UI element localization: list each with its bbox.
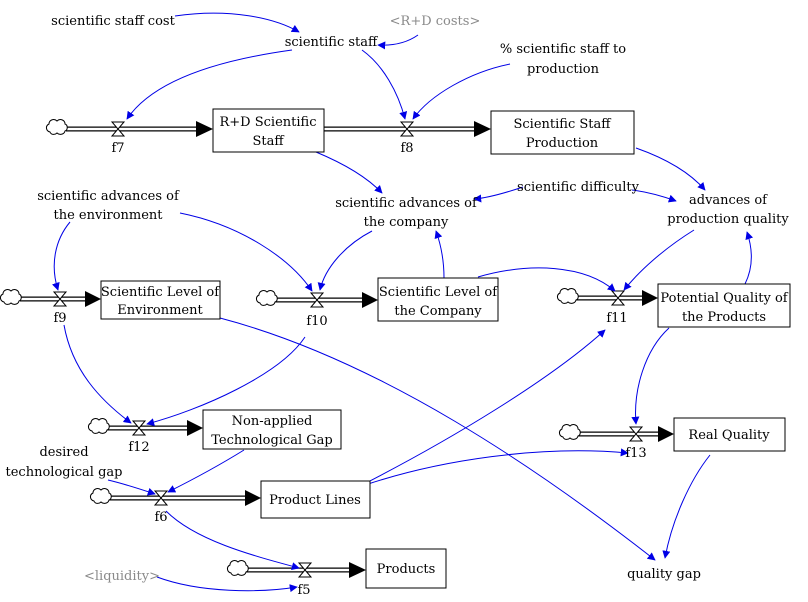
var-adv-company-line2[interactable]: the company: [364, 215, 449, 230]
cloud-icon: [227, 560, 249, 576]
var-adv-quality-line2[interactable]: production quality: [667, 212, 789, 227]
cloud-icons: [0, 119, 581, 576]
cloud-icon: [88, 418, 110, 434]
valve-icon: [610, 290, 626, 306]
flow-label-f5: f5: [297, 583, 310, 598]
var-adv-company-line1[interactable]: scientific advances of: [335, 196, 478, 211]
stock-label: Scientific Staff: [514, 117, 613, 132]
stock-label: the Company: [394, 304, 482, 319]
var-adv-env-line1[interactable]: scientific advances of: [37, 189, 180, 204]
stock-scientific-level-company[interactable]: Scientific Level of the Company: [377, 277, 499, 322]
valve-icon: [399, 121, 415, 137]
flow-label-f12: f12: [128, 440, 149, 455]
var-liquidity-shadow[interactable]: <liquidity>: [84, 569, 160, 584]
stock-non-applied-gap[interactable]: Non-applied Technological Gap: [202, 409, 342, 450]
valve-icon: [309, 292, 325, 308]
var-scientific-staff-cost[interactable]: scientific staff cost: [51, 14, 175, 29]
flow-label-f13: f13: [625, 446, 646, 461]
causal-links: [51, 12, 754, 593]
stock-label: the Products: [682, 310, 766, 325]
var-scientific-difficulty[interactable]: scientific difficulty: [517, 180, 640, 195]
stock-label: Technological Gap: [211, 433, 332, 448]
stock-label: Environment: [117, 303, 203, 318]
var-adv-env-line2[interactable]: the environment: [53, 208, 163, 223]
valve-icon: [297, 562, 313, 578]
stock-label: Production: [526, 136, 599, 151]
cloud-icon: [557, 288, 579, 304]
cloud-icon: [0, 289, 22, 305]
stock-real-quality[interactable]: Real Quality: [673, 417, 786, 452]
valve-icon: [110, 121, 126, 137]
var-desired-gap-line1[interactable]: desired: [39, 445, 88, 460]
valve-icon: [131, 420, 147, 436]
var-rd-costs-shadow[interactable]: <R+D costs>: [390, 14, 481, 29]
valve-icons: [52, 121, 644, 578]
flow-label-f9: f9: [53, 311, 66, 326]
flow-label-f6: f6: [154, 510, 167, 525]
flow-label-f8: f8: [400, 141, 413, 156]
valve-icon: [52, 291, 68, 307]
stock-potential-quality[interactable]: Potential Quality of the Products: [657, 283, 791, 328]
stock-label: Scientific Level of: [101, 285, 220, 300]
stock-label: Product Lines: [269, 493, 361, 508]
flow-label-f7: f7: [111, 141, 124, 156]
var-desired-gap-line2[interactable]: technological gap: [6, 465, 123, 480]
stock-label: Staff: [252, 134, 285, 149]
stock-label: Products: [377, 562, 436, 577]
valve-icon: [628, 426, 644, 442]
stock-label: Potential Quality of: [660, 291, 788, 306]
stock-staff-production[interactable]: Scientific Staff Production: [490, 110, 635, 155]
var-pct-staff-line2[interactable]: production: [527, 62, 600, 77]
var-pct-staff-line1[interactable]: % scientific staff to: [500, 42, 626, 57]
stock-label: R+D Scientific: [220, 115, 317, 130]
stock-products[interactable]: Products: [365, 548, 447, 589]
flow-labels: f7 f8 f9 f10 f11 f12 f13 f6 f5: [53, 141, 646, 598]
flow-label-f11: f11: [606, 311, 627, 326]
cloud-icon: [559, 424, 581, 440]
var-scientific-staff[interactable]: scientific staff: [285, 35, 379, 50]
stock-scientific-level-environment[interactable]: Scientific Level of Environment: [100, 280, 221, 320]
auxiliary-variables: scientific staff cost scientific staff <…: [6, 14, 790, 584]
stock-product-lines[interactable]: Product Lines: [260, 480, 371, 519]
cloud-icon: [90, 488, 112, 504]
cloud-icon: [46, 119, 68, 135]
cloud-icon: [256, 290, 278, 306]
stock-label: Non-applied: [232, 414, 313, 429]
stock-label: Scientific Level of: [379, 285, 498, 300]
flow-label-f10: f10: [306, 314, 327, 329]
stock-label: Real Quality: [688, 428, 770, 443]
var-adv-quality-line1[interactable]: advances of: [689, 193, 768, 208]
stock-rd-staff[interactable]: R+D Scientific Staff: [212, 108, 325, 153]
valve-icon: [153, 490, 169, 506]
var-quality-gap[interactable]: quality gap: [627, 567, 701, 582]
